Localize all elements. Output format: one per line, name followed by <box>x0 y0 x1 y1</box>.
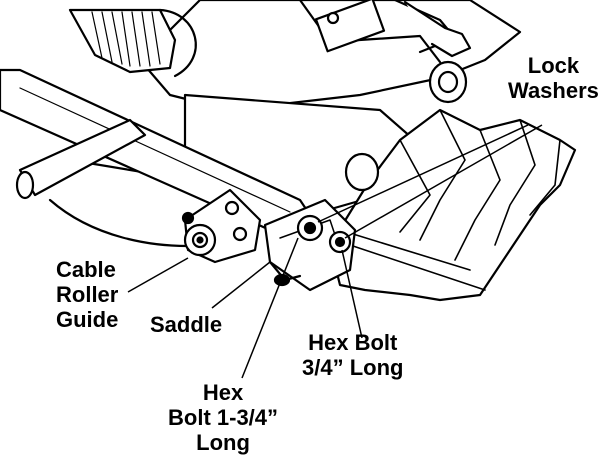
top-fastener <box>326 11 340 25</box>
leader-cable-roller <box>127 257 189 293</box>
leader-lock-washers-1 <box>317 124 529 223</box>
label-hex-bolt-long-line-3: Long <box>196 430 250 455</box>
bracket-bolt-c <box>181 211 195 225</box>
brush-bristles <box>91 11 161 67</box>
label-cable-line-2: Roller <box>56 282 119 307</box>
label-hex-bolt-short-line-1: Hex Bolt <box>308 330 398 355</box>
label-hex-bolt-long-line-2: Bolt 1-3/4” <box>168 405 279 430</box>
round-knob-middle <box>344 152 380 192</box>
leader-saddle <box>211 261 271 309</box>
main-tube-highlight <box>19 87 291 213</box>
corrugated-belt <box>328 108 577 302</box>
label-hex-bolt-short: Hex Bolt 3/4” Long <box>302 330 403 380</box>
bracket-bolt-b <box>232 226 248 242</box>
leader-hex-bolt-short <box>341 249 363 339</box>
label-lock-washers-line-1: Lock <box>527 53 580 78</box>
belt-folds <box>339 109 561 291</box>
leader-hex-bolt-long <box>241 237 299 379</box>
label-hex-bolt-long-line-1: Hex <box>202 380 244 405</box>
label-hex-bolt-long: Hex Bolt 1-3/4” Long <box>168 380 278 455</box>
label-cable-roller-guide: Cable Roller Guide <box>56 257 118 332</box>
label-cable-line-3: Guide <box>56 307 119 332</box>
left-rod-end <box>15 170 35 200</box>
label-saddle: Saddle <box>150 312 223 337</box>
label-lock-washers: Lock Washers <box>508 53 599 103</box>
brush-roll-end <box>158 8 197 78</box>
top-shaft <box>403 0 472 58</box>
bracket-bolt-a <box>224 200 240 216</box>
housing-plate <box>314 0 386 53</box>
leader-lines <box>127 124 543 379</box>
round-knob-upper <box>428 60 468 104</box>
label-hex-bolt-short-line-2: 3/4” Long <box>302 355 404 380</box>
label-lock-washers-line-2: Washers <box>508 78 599 103</box>
label-cable-line-1: Cable <box>56 257 116 282</box>
leader-lock-washers-2 <box>344 124 543 239</box>
